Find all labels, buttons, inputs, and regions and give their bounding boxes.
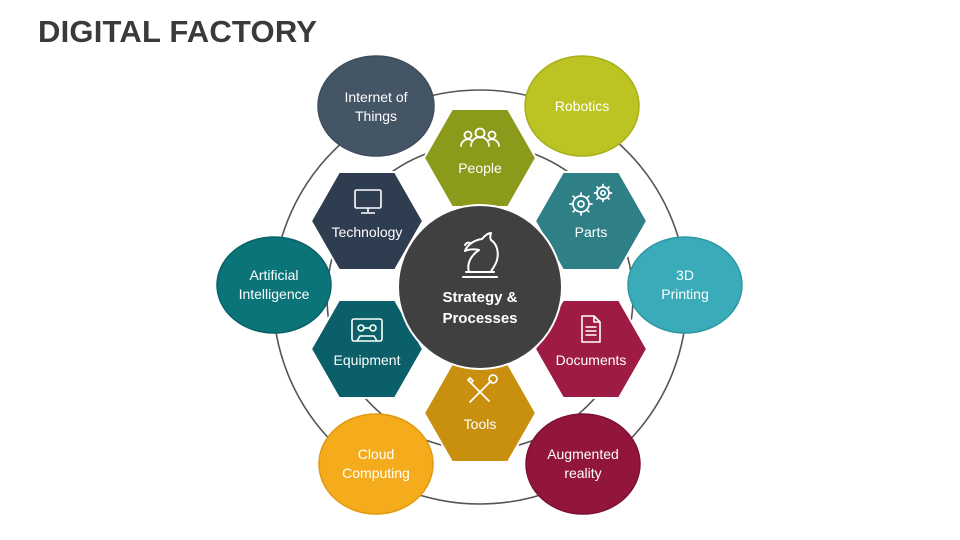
hexagon-documents[interactable]: Documents [533,299,649,399]
hexagon-people[interactable]: People [422,108,538,208]
circle-internet-of-things[interactable]: Internet of Things [317,55,435,157]
center-strategy-processes[interactable]: Strategy & Processes [397,204,563,370]
circle-label-line1: Robotics [555,98,609,114]
center-circle [397,204,563,370]
circle-label-line2: Computing [342,465,410,481]
center-label-line2: Processes [442,310,517,327]
cassette-icon [351,318,383,342]
circle-label-line2: Things [355,108,397,124]
circle-3d-printing[interactable]: 3D Printing [627,236,743,334]
page-title: DIGITAL FACTORY [38,14,318,49]
circle-label-line2: Intelligence [239,286,310,302]
circle-label-line2: reality [564,465,601,481]
circle-shape [627,236,743,334]
circle-label-line1: Internet of [344,89,407,105]
hex-tools-shape [422,363,538,463]
document-icon [581,315,601,343]
people-icon [460,127,500,147]
center-label-line1: Strategy & [442,289,517,306]
circle-shape [318,413,434,515]
hex-technology-shape [309,171,425,271]
circle-shape [525,413,641,515]
circle-robotics[interactable]: Robotics [524,55,640,157]
hexagon-label: Documents [556,352,627,368]
monitor-icon [354,189,382,214]
gears-icon [569,183,613,216]
hexagon-parts[interactable]: Parts [533,171,649,271]
circle-label-line1: Cloud [358,446,395,462]
hexagon-tools[interactable]: Tools [422,363,538,463]
circle-cloud-computing[interactable]: Cloud Computing [318,413,434,515]
circle-label-line1: 3D [676,267,694,283]
circle-label-line1: Augmented [547,446,619,462]
hexagon-label: Parts [575,224,608,240]
hex-documents-shape [533,299,649,399]
circle-shape [317,55,435,157]
circle-label-line1: Artificial [249,267,298,283]
circle-augmented-reality[interactable]: Augmented reality [525,413,641,515]
hexagon-label: Equipment [334,352,401,368]
circle-artificial-intelligence[interactable]: Artificial Intelligence [216,236,332,334]
circle-label-line2: Printing [661,286,708,302]
hexagon-label: Technology [332,224,403,240]
hex-parts-shape [533,171,649,271]
chess-knight-icon [462,232,499,278]
hexagon-label: Tools [464,416,497,432]
hex-equipment-shape [309,299,425,399]
hexagon-label: People [458,160,502,176]
tools-icon [466,374,498,403]
circle-shape [524,55,640,157]
hexagon-technology[interactable]: Technology [309,171,425,271]
hex-people-shape [422,108,538,208]
hexagon-equipment[interactable]: Equipment [309,299,425,399]
circle-shape [216,236,332,334]
